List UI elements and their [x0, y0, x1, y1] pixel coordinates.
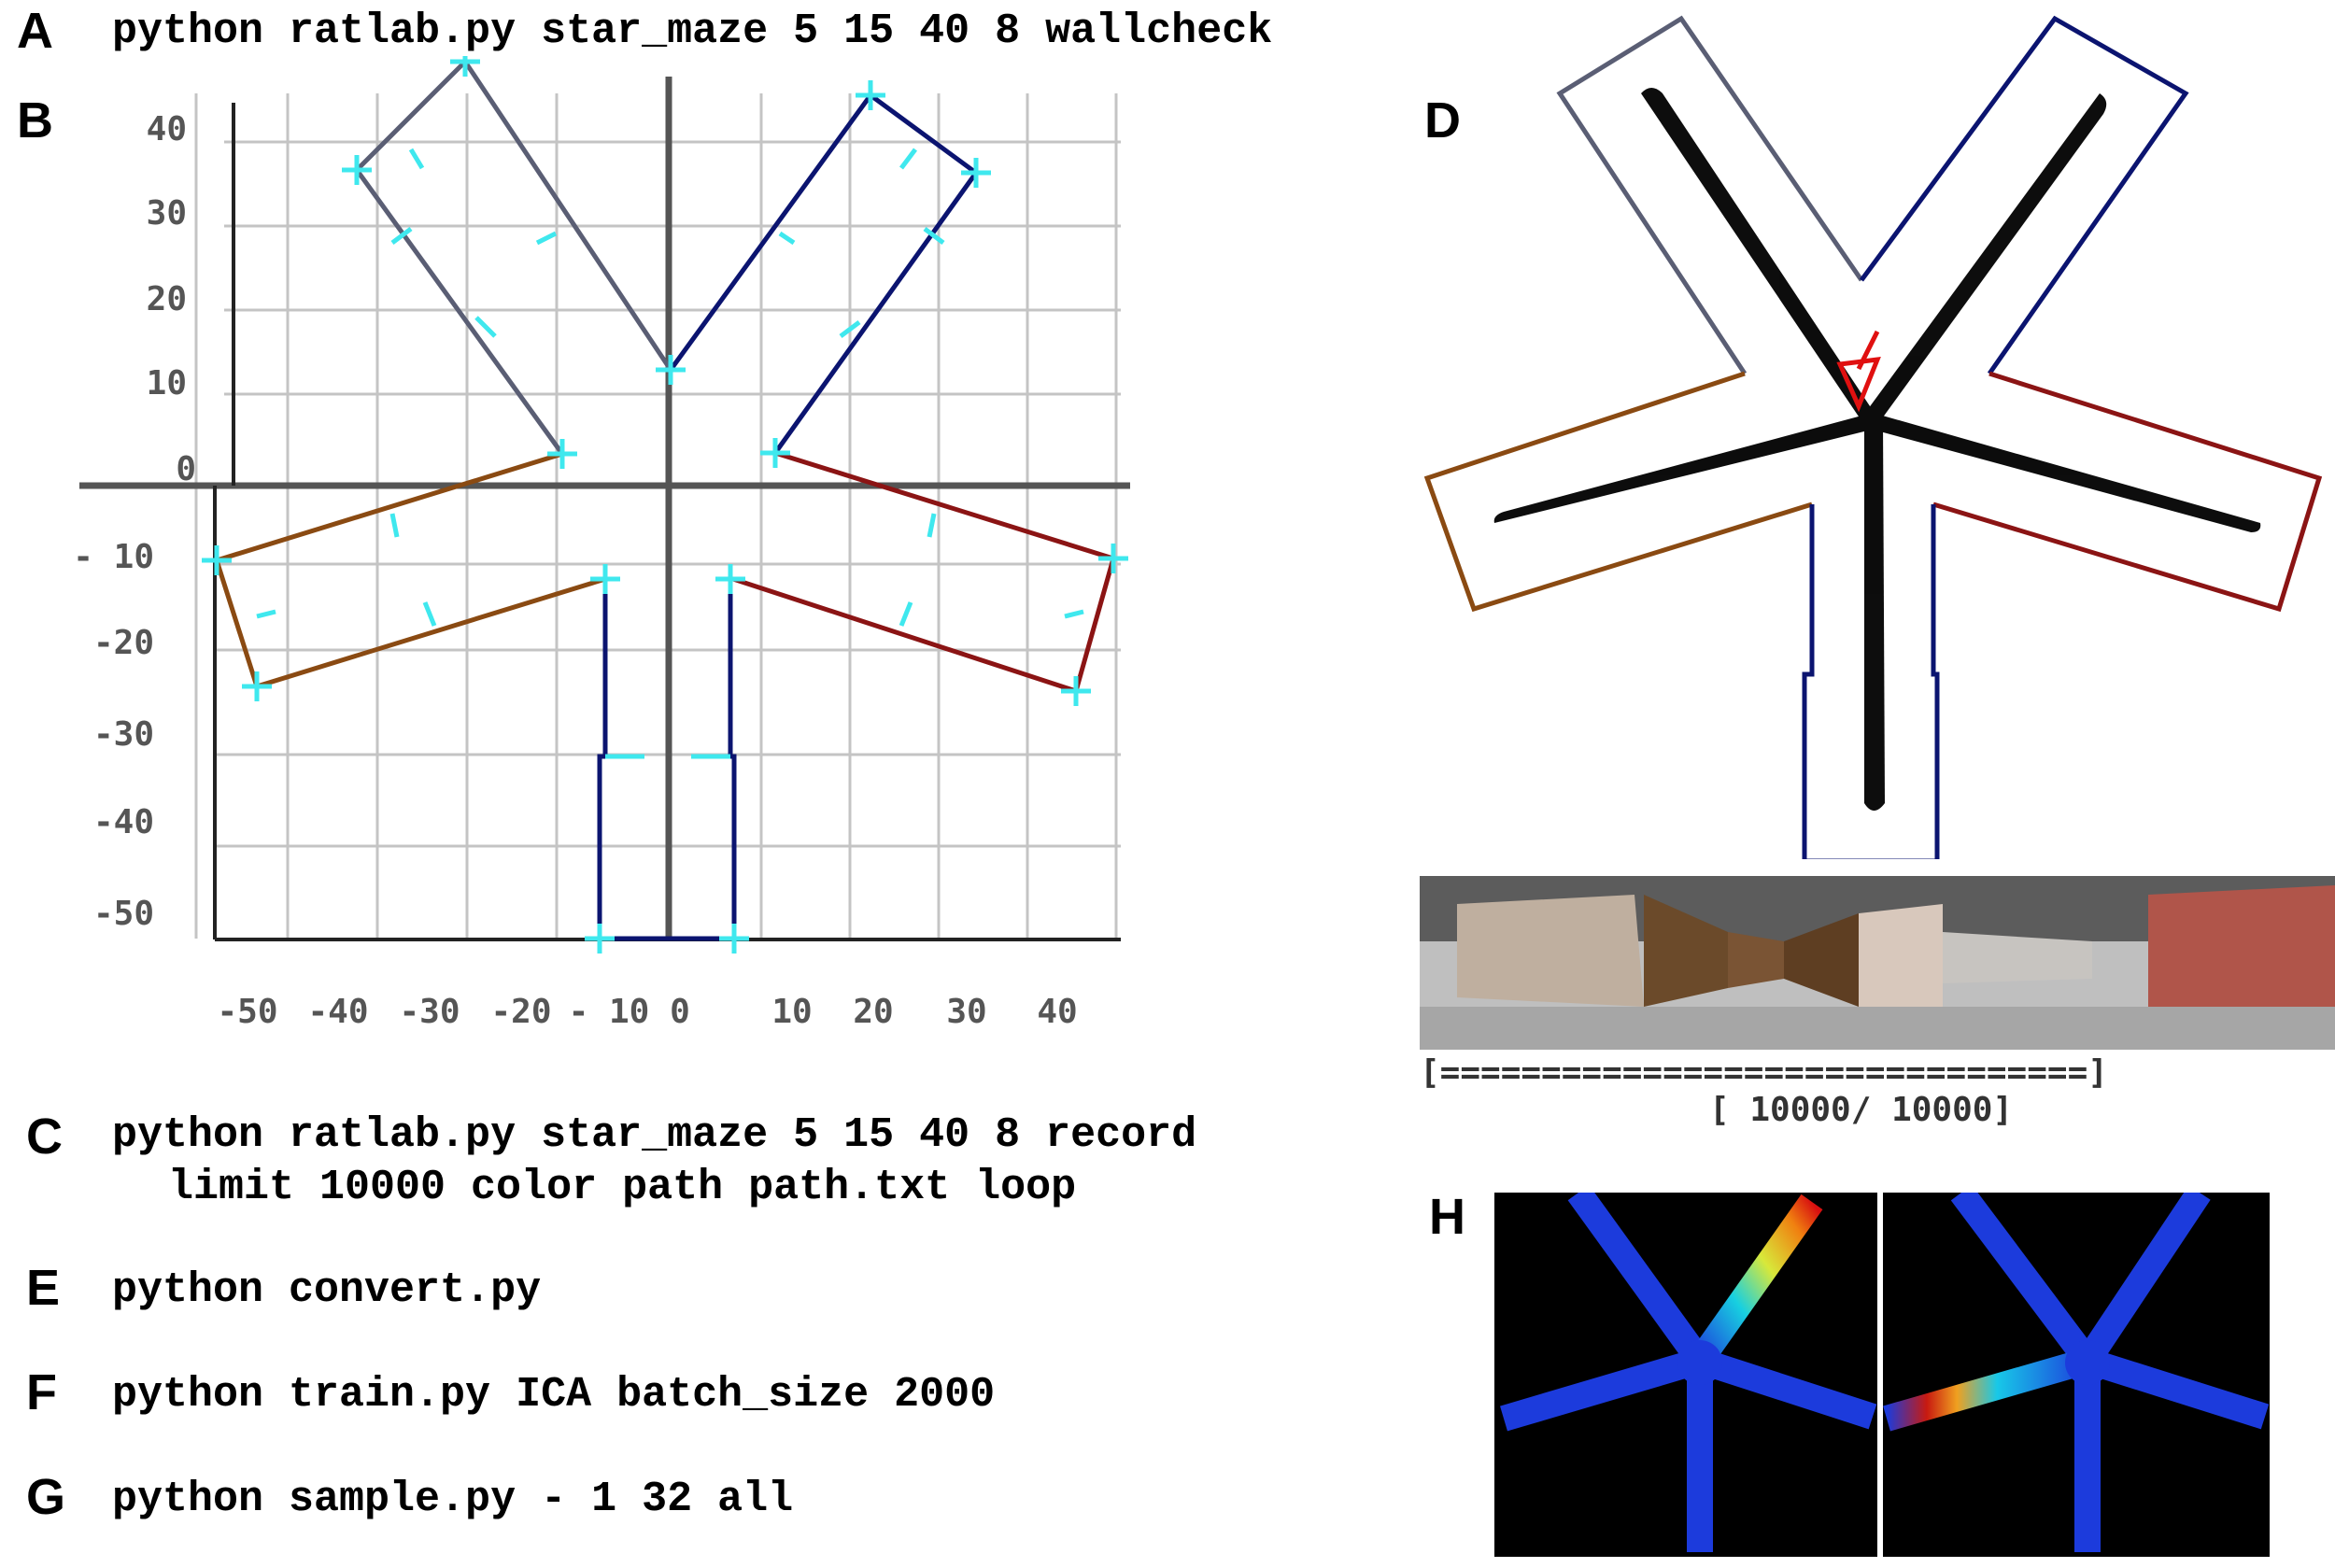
- panel-label-e: E: [26, 1260, 61, 1316]
- unit-activity-maps: [1494, 1193, 2270, 1557]
- panel-label-h: H: [1429, 1189, 1465, 1245]
- command-record-line1: python ratlab.py star_maze 5 15 40 8 rec…: [112, 1111, 1197, 1159]
- command-record-line2: limit 10000 color path path.txt loop: [168, 1164, 1077, 1211]
- camera-view-image: [1420, 876, 2335, 1050]
- panel-label-d: D: [1424, 92, 1461, 148]
- y-tick: 0: [176, 450, 196, 488]
- command-wallcheck: python ratlab.py star_maze 5 15 40 8 wal…: [112, 7, 1273, 55]
- heading-arrow-icon: [1836, 330, 1881, 413]
- arm-bottom: [1802, 504, 1940, 859]
- wall-markers: [202, 56, 1128, 954]
- x-tick: 30: [946, 993, 986, 1031]
- y-tick: 30: [147, 194, 187, 233]
- arm-right: [732, 450, 1117, 695]
- panel-label-g: G: [26, 1469, 66, 1525]
- y-tick: -40: [93, 803, 154, 841]
- x-tick: 20: [853, 993, 893, 1031]
- panel-label-a: A: [17, 3, 53, 59]
- x-tick-labels: -50 -40 -30 -20 - 10 0 10 20 30 40: [217, 993, 1077, 1031]
- activity-map-left: [1494, 1193, 1877, 1557]
- panel-label-f: F: [26, 1364, 57, 1420]
- arm-upper-left: [1556, 15, 1864, 375]
- x-tick: 10: [771, 993, 812, 1031]
- x-tick: -20: [490, 993, 551, 1031]
- x-tick: 0: [670, 993, 690, 1031]
- recorded-path-maze: [1423, 15, 2323, 859]
- command-sample: python sample.py - 1 32 all: [112, 1476, 794, 1523]
- arm-upper-left: [353, 58, 673, 456]
- arm-upper-right: [1859, 15, 2189, 375]
- activity-map-right: [1883, 1193, 2270, 1557]
- y-tick: -20: [93, 624, 154, 662]
- progress-bar: [================================]: [1420, 1053, 2108, 1092]
- x-tick: -40: [307, 993, 368, 1031]
- arm-right: [1932, 371, 2323, 613]
- x-tick: -30: [399, 993, 460, 1031]
- y-tick: - 10: [73, 538, 154, 576]
- y-tick: 20: [147, 280, 187, 318]
- rat-path-traces: [1493, 88, 2261, 811]
- arm-upper-right: [668, 92, 980, 455]
- arm-left: [1423, 371, 1813, 613]
- y-tick: 40: [147, 110, 187, 148]
- command-train: python train.py ICA batch_size 2000: [112, 1371, 996, 1419]
- x-tick: 40: [1037, 993, 1077, 1031]
- y-tick: -30: [93, 715, 154, 754]
- panel-label-b: B: [17, 92, 53, 148]
- y-tick-labels: 40 30 20 10 0 - 10 -20 -30 -40 -50: [73, 110, 196, 933]
- maze-wallcheck-plot: 40 30 20 10 0 - 10 -20 -30 -40 -50 -50 -…: [73, 56, 1130, 1031]
- panel-label-c: C: [26, 1109, 63, 1165]
- x-tick: - 10: [569, 993, 650, 1031]
- arm-left: [213, 451, 606, 690]
- x-tick: -50: [217, 993, 277, 1031]
- progress-count: [ 10000/ 10000]: [1709, 1091, 2014, 1129]
- command-convert: python convert.py: [112, 1266, 542, 1314]
- y-tick: -50: [93, 895, 154, 933]
- y-tick: 10: [147, 364, 187, 403]
- arm-bottom: [597, 579, 737, 941]
